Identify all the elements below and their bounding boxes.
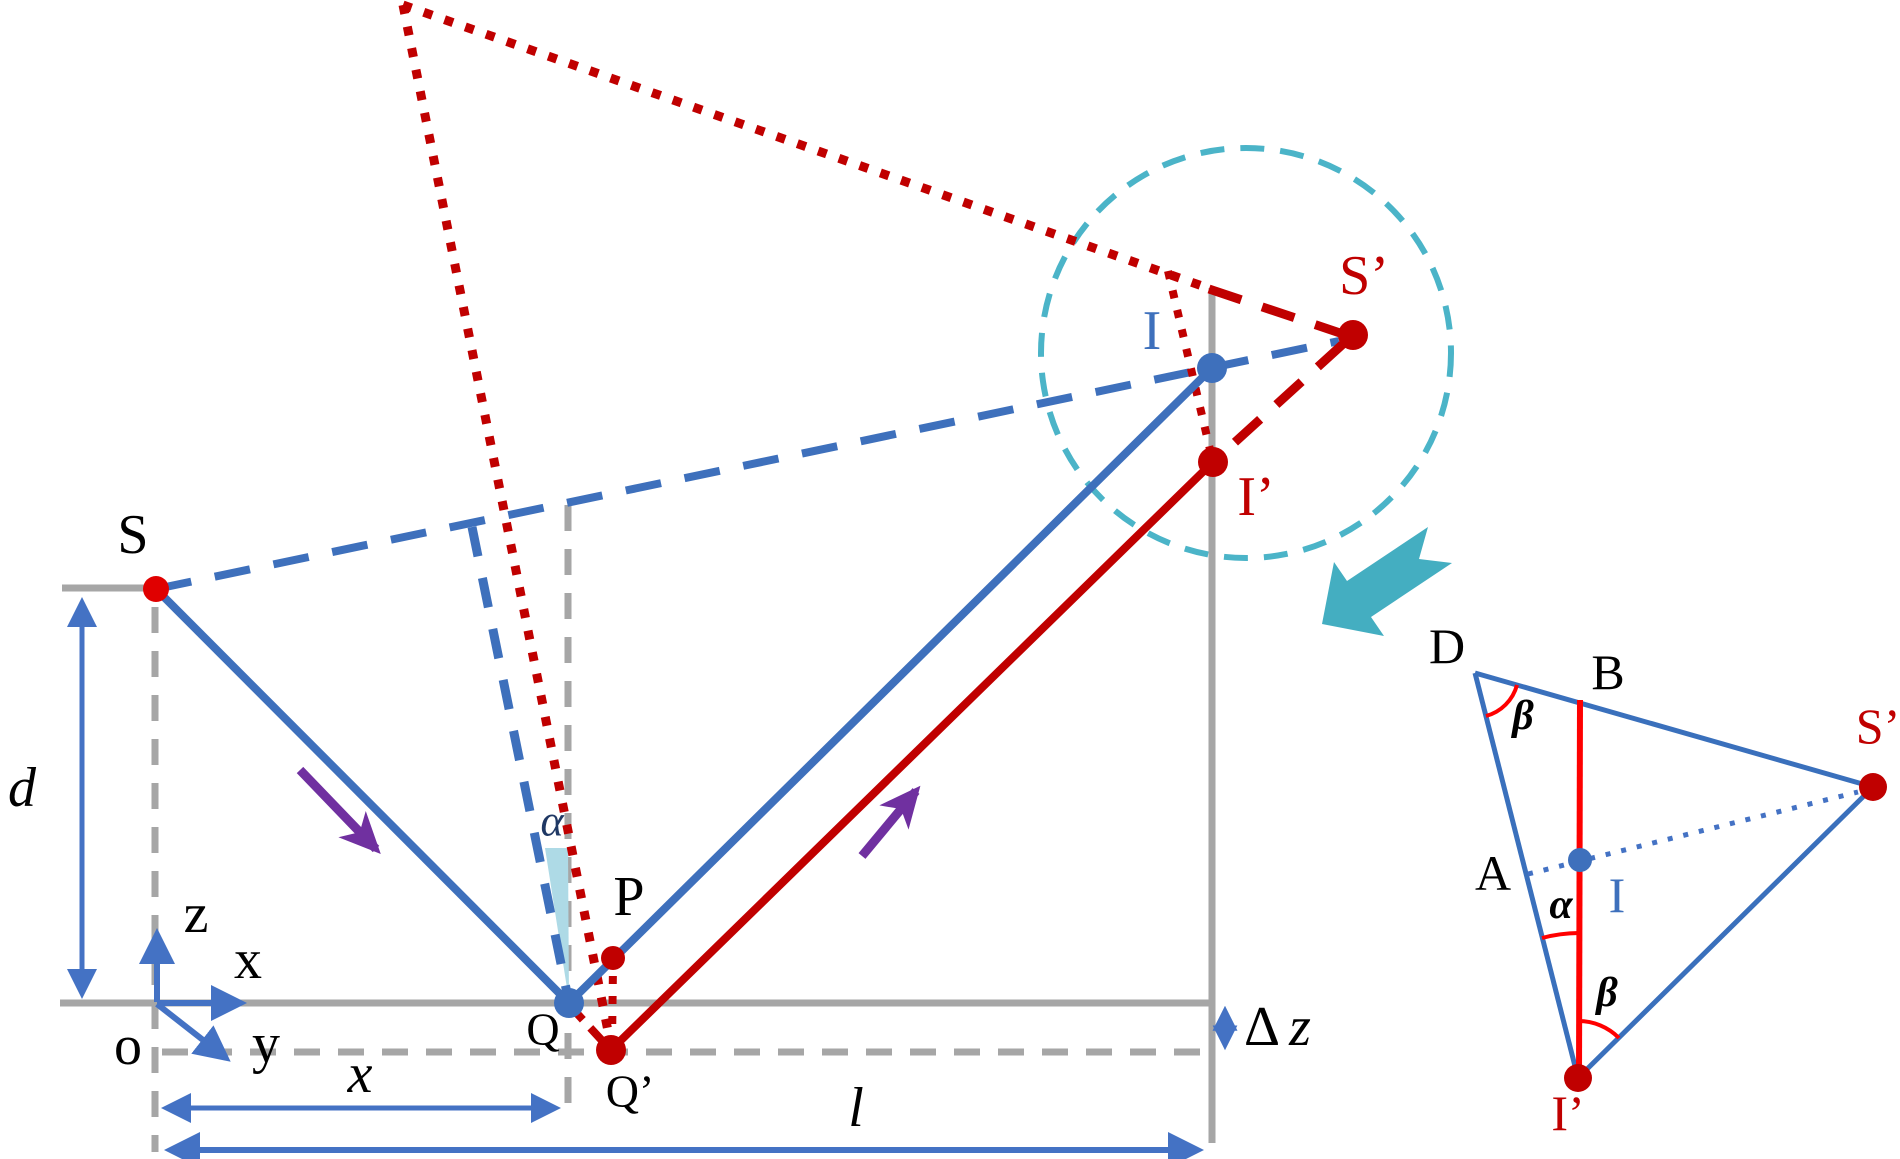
label-alpha-main: α bbox=[540, 797, 564, 846]
toward-Sprime-dashed-line bbox=[1207, 284, 1342, 338]
detail-label-A: A bbox=[1475, 845, 1511, 901]
point-Sprime-dot bbox=[1338, 320, 1368, 350]
outgoing-direction-arrow bbox=[858, 785, 921, 859]
detail-point-Iprime-dot bbox=[1564, 1064, 1592, 1092]
edge-Sprime-Iprime bbox=[1576, 785, 1875, 1080]
label-S: S bbox=[117, 504, 148, 566]
detail-label-Sprime: S’ bbox=[1856, 698, 1900, 754]
y-axis bbox=[155, 1001, 231, 1062]
label-l-measure: l bbox=[848, 1077, 864, 1139]
detail-figure: D B A I S’ I’ β α β bbox=[1429, 618, 1900, 1141]
main-point-dots bbox=[143, 320, 1368, 1065]
label-I: I bbox=[1143, 300, 1162, 362]
detail-point-I-dot bbox=[1568, 848, 1592, 872]
virtual-lines-blue bbox=[155, 337, 1340, 1004]
red-dashed-lines bbox=[569, 284, 1347, 1049]
detail-label-I: I bbox=[1609, 867, 1626, 923]
beta-arc-at-Iprime bbox=[1577, 1018, 1621, 1040]
incident-ray-S-Q bbox=[153, 586, 572, 1006]
detail-angle-arcs bbox=[1485, 684, 1621, 1040]
label-P: P bbox=[613, 866, 644, 928]
incident-direction-arrow bbox=[296, 766, 381, 854]
point-P-dot bbox=[601, 946, 625, 970]
alpha-arc-at-Iprime bbox=[1541, 931, 1580, 940]
Qprime-to-P-dotted-line bbox=[608, 965, 617, 1045]
label-y-axis: y bbox=[252, 1013, 280, 1075]
point-Q-dot bbox=[554, 988, 584, 1018]
label-o: o bbox=[114, 1015, 142, 1077]
perturbed-path-dotted-red bbox=[398, 0, 1216, 1047]
detail-label-D: D bbox=[1429, 618, 1465, 674]
apex-to-Sprime-dotted-line bbox=[401, 0, 1207, 292]
main-labels: S o z x y d x l Δ z α P Q Q’ I I’ S’ bbox=[8, 245, 1389, 1139]
detail-triangle-edges bbox=[1472, 670, 1875, 1080]
label-delta: Δ bbox=[1244, 996, 1280, 1058]
branch-to-Iprime-dotted-line bbox=[1164, 270, 1216, 459]
edge-D-Iprime bbox=[1472, 672, 1581, 1079]
label-x-measure: x bbox=[347, 1043, 373, 1105]
normal-at-Q-dashed-line bbox=[467, 526, 574, 1004]
Sprime-to-Iprime-dashed-line bbox=[1218, 340, 1347, 458]
detail-labels: D B A I S’ I’ β α β bbox=[1429, 618, 1900, 1141]
detail-label-beta-top: β bbox=[1510, 693, 1534, 739]
displaced-ray-Qprime-Iprime bbox=[608, 459, 1216, 1053]
detail-label-beta-bottom: β bbox=[1594, 970, 1618, 1016]
beam-direction-arrows bbox=[296, 766, 921, 859]
solid-rays bbox=[153, 365, 1216, 1053]
measurement-arrows bbox=[67, 597, 1238, 1159]
label-Iprime: I’ bbox=[1237, 466, 1274, 528]
point-Iprime-dot bbox=[1198, 447, 1228, 477]
reflected-ray-Q-I bbox=[566, 365, 1215, 1006]
apex-to-Qprime-dotted-line bbox=[398, 4, 616, 1047]
detail-point-Sprime-dot bbox=[1859, 773, 1887, 801]
label-Qprime: Q’ bbox=[606, 1066, 655, 1117]
label-delta-z: z bbox=[1288, 996, 1311, 1058]
label-Sprime: S’ bbox=[1339, 245, 1389, 307]
label-x-axis: x bbox=[234, 929, 262, 991]
magnify-region-circle bbox=[1038, 145, 1454, 561]
detail-label-Iprime: I’ bbox=[1551, 1085, 1584, 1141]
beta-arc-at-D bbox=[1485, 684, 1519, 718]
detail-label-alpha: α bbox=[1549, 882, 1573, 928]
point-Qprime-dot bbox=[596, 1035, 626, 1065]
S-to-Sprime-virtual-line bbox=[155, 337, 1340, 593]
detail-label-B: B bbox=[1591, 644, 1624, 700]
label-z-axis: z bbox=[184, 883, 209, 945]
detail-red-line-B-Iprime bbox=[1576, 699, 1583, 1079]
point-I-dot bbox=[1197, 353, 1227, 383]
coordinate-axes bbox=[139, 928, 247, 1062]
edge-D-Sprime bbox=[1474, 670, 1874, 790]
label-Q: Q bbox=[526, 1004, 559, 1055]
point-S-dot bbox=[143, 576, 169, 602]
zoom-arrow bbox=[1322, 527, 1452, 636]
label-d-measure: d bbox=[8, 757, 37, 819]
